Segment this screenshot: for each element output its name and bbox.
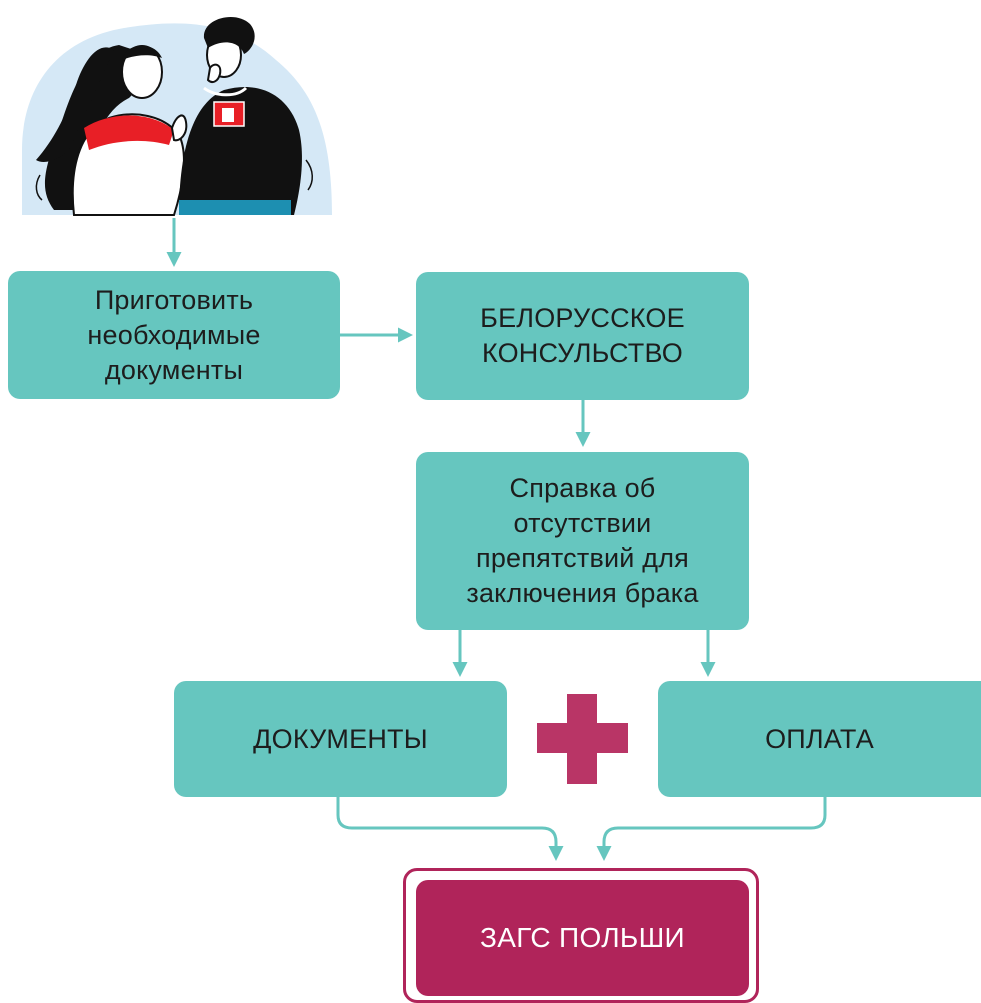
node-certificate: Справка об отсутствии препятствий для за… bbox=[416, 452, 749, 630]
arrow-payment-to-zags bbox=[596, 797, 827, 861]
node-zags-poland-label: ЗАГС ПОЛЬШИ bbox=[480, 922, 685, 953]
coat-of-arms-icon bbox=[213, 101, 245, 127]
node-prepare-documents: Приготовить необходимые документы bbox=[8, 271, 340, 399]
node-certificate-label: Справка об отсутствии препятствий для за… bbox=[466, 473, 699, 608]
node-zags-poland: ЗАГС ПОЛЬШИ bbox=[416, 880, 749, 996]
node-belarus-consulate-label: БЕЛОРУССКОЕ КОНСУЛЬСТВО bbox=[480, 303, 685, 368]
couple-illustration-icon bbox=[22, 16, 332, 216]
arrow-documents-to-zags bbox=[336, 797, 564, 861]
node-prepare-documents-label: Приготовить необходимые документы bbox=[87, 284, 261, 385]
node-documents: ДОКУМЕНТЫ bbox=[174, 681, 507, 797]
node-belarus-consulate: БЕЛОРУССКОЕ КОНСУЛЬСТВО bbox=[416, 272, 749, 400]
plus-icon-horizontal bbox=[537, 723, 628, 753]
node-documents-label: ДОКУМЕНТЫ bbox=[253, 723, 428, 754]
node-payment: ОПЛАТА bbox=[658, 681, 981, 797]
node-payment-label: ОПЛАТА bbox=[765, 723, 874, 754]
